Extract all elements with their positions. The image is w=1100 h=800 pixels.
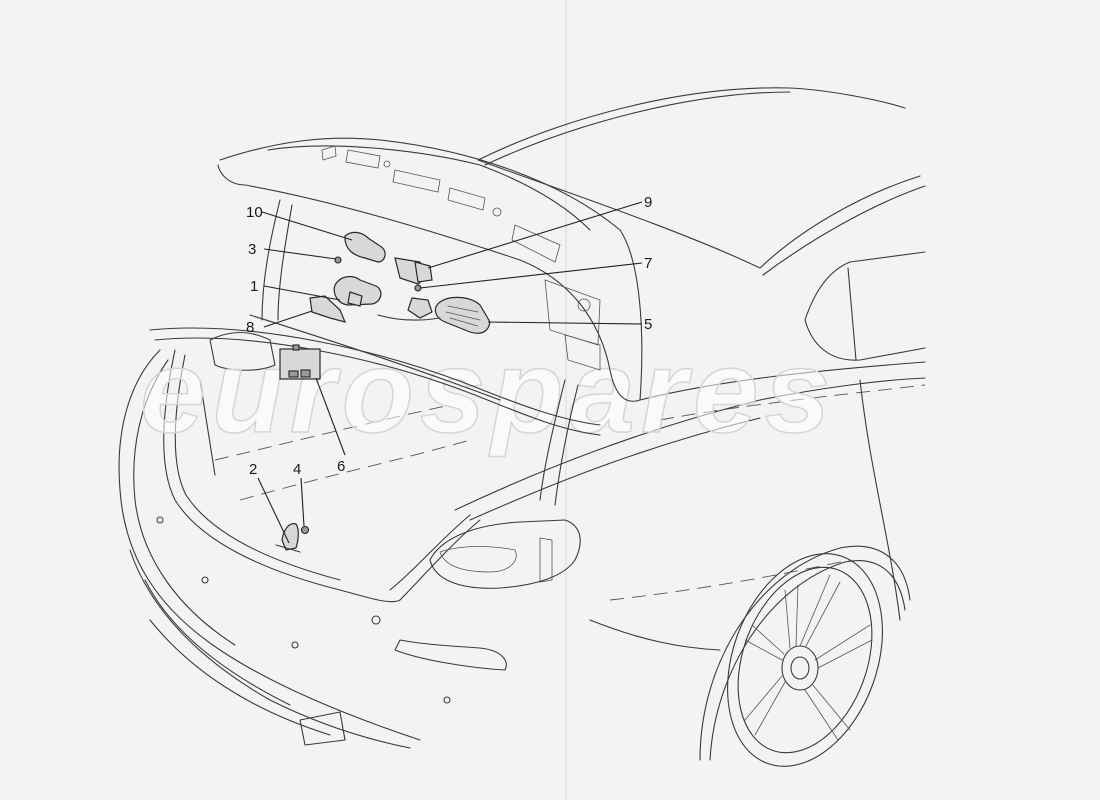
part-8-bracket[interactable] [309,295,347,323]
callout-10[interactable]: 9 [644,194,652,211]
callout-1[interactable]: 1 [250,278,258,295]
callout-labels: 10 3 1 8 9 7 5 6 2 4 [246,194,652,478]
callout-9[interactable]: 10 [246,204,263,221]
watermark-eurospares: eurospares [140,326,836,458]
callout-leaders [257,201,643,544]
part-6-control-unit[interactable] [279,344,321,380]
callout-3[interactable]: 3 [248,241,256,258]
callout-2[interactable]: 2 [249,461,257,478]
callout-7[interactable]: 7 [644,255,652,272]
callout-4[interactable]: 4 [293,461,301,478]
part-10-connector[interactable] [414,261,433,283]
callout-6[interactable]: 6 [337,458,345,475]
callout-5[interactable]: 5 [644,316,652,333]
part-5-lock-assembly[interactable] [377,296,491,334]
part-4-bolt[interactable] [300,525,310,535]
rear-wheel [699,545,911,767]
car-body-outline [118,87,926,749]
part-1-lock-motor[interactable] [333,275,382,307]
boot-lid [149,137,643,506]
part-2-striker[interactable] [275,523,301,553]
part-3-screw[interactable] [334,256,342,264]
part-9-latch-actuator[interactable] [344,231,429,285]
callout-8[interactable]: 8 [246,319,254,336]
